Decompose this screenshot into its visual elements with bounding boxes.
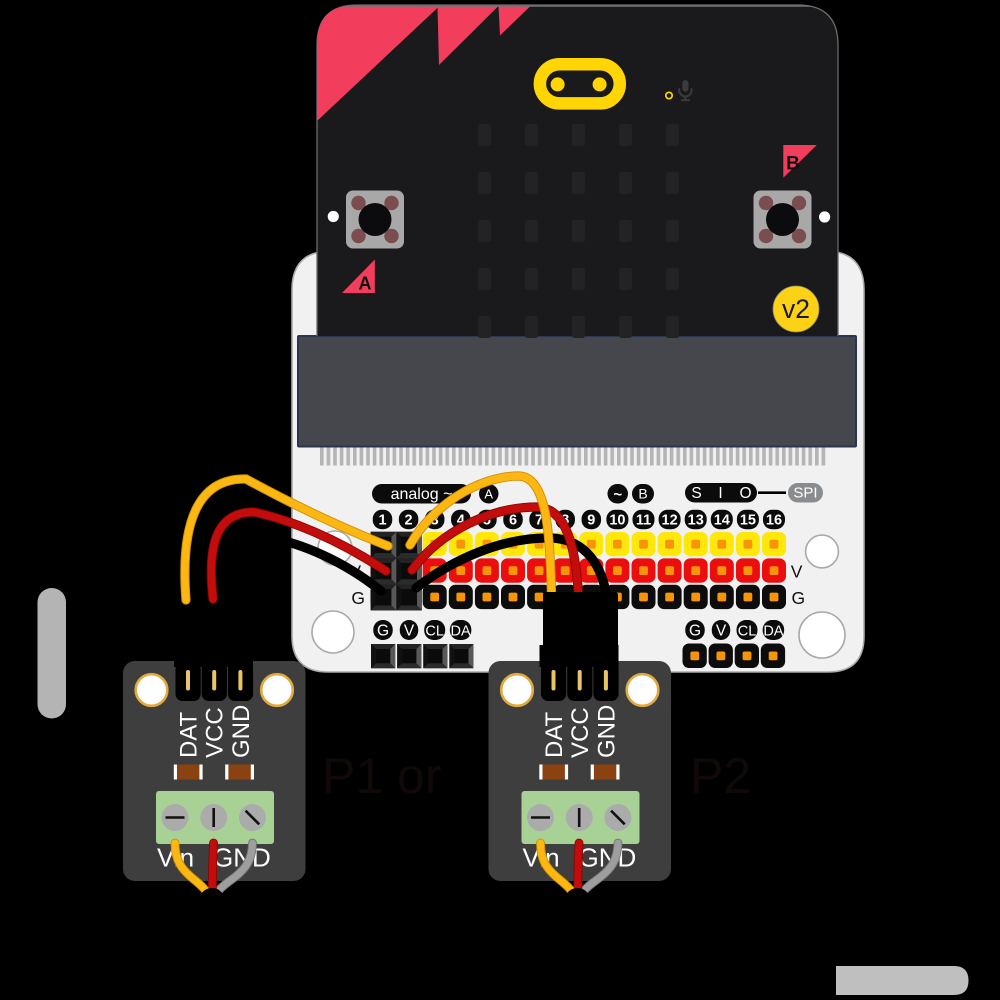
svg-text:DAT: DAT	[541, 711, 568, 758]
svg-text:I: I	[718, 485, 722, 502]
svg-text:CL: CL	[425, 624, 444, 640]
svg-text:V: V	[716, 623, 727, 640]
svg-text:4: 4	[457, 513, 465, 529]
svg-text:P1 or: P1 or	[322, 748, 442, 804]
svg-text:GND: GND	[228, 705, 255, 758]
svg-text:GND: GND	[593, 705, 620, 758]
svg-text:DA: DA	[451, 624, 471, 640]
svg-text:9: 9	[587, 513, 595, 529]
svg-text:v2: v2	[782, 294, 810, 324]
svg-text:12: 12	[662, 513, 678, 529]
svg-text:A: A	[359, 274, 372, 294]
svg-text:A: A	[484, 487, 493, 502]
svg-text:DAT: DAT	[175, 711, 202, 758]
svg-text:O: O	[739, 485, 751, 502]
svg-text:10: 10	[609, 513, 625, 529]
svg-text:B: B	[638, 486, 647, 502]
svg-text:14: 14	[714, 513, 730, 529]
svg-text:analog ~: analog ~	[391, 486, 453, 503]
svg-text:16: 16	[766, 513, 782, 529]
svg-text:13: 13	[688, 513, 704, 529]
svg-text:S: S	[691, 485, 701, 502]
svg-text:G: G	[689, 623, 701, 640]
svg-text:7: 7	[535, 513, 543, 529]
svg-text:P2: P2	[690, 748, 751, 804]
svg-text:11: 11	[636, 513, 651, 529]
svg-text:15: 15	[740, 513, 756, 529]
svg-text:B: B	[786, 154, 800, 175]
svg-text:~: ~	[613, 487, 622, 504]
svg-text:SPI: SPI	[793, 485, 817, 502]
svg-text:2: 2	[405, 513, 413, 529]
svg-text:V: V	[791, 562, 803, 582]
svg-text:CL: CL	[738, 624, 757, 640]
svg-text:V: V	[404, 623, 415, 640]
svg-text:VCC: VCC	[202, 707, 229, 758]
svg-text:G: G	[377, 623, 389, 640]
svg-text:3: 3	[431, 513, 439, 529]
svg-text:6: 6	[509, 513, 517, 529]
svg-text:VCC: VCC	[567, 707, 594, 758]
svg-text:1: 1	[378, 513, 386, 529]
svg-text:G: G	[351, 588, 365, 608]
svg-text:G: G	[792, 588, 806, 608]
svg-text:DA: DA	[763, 624, 783, 640]
